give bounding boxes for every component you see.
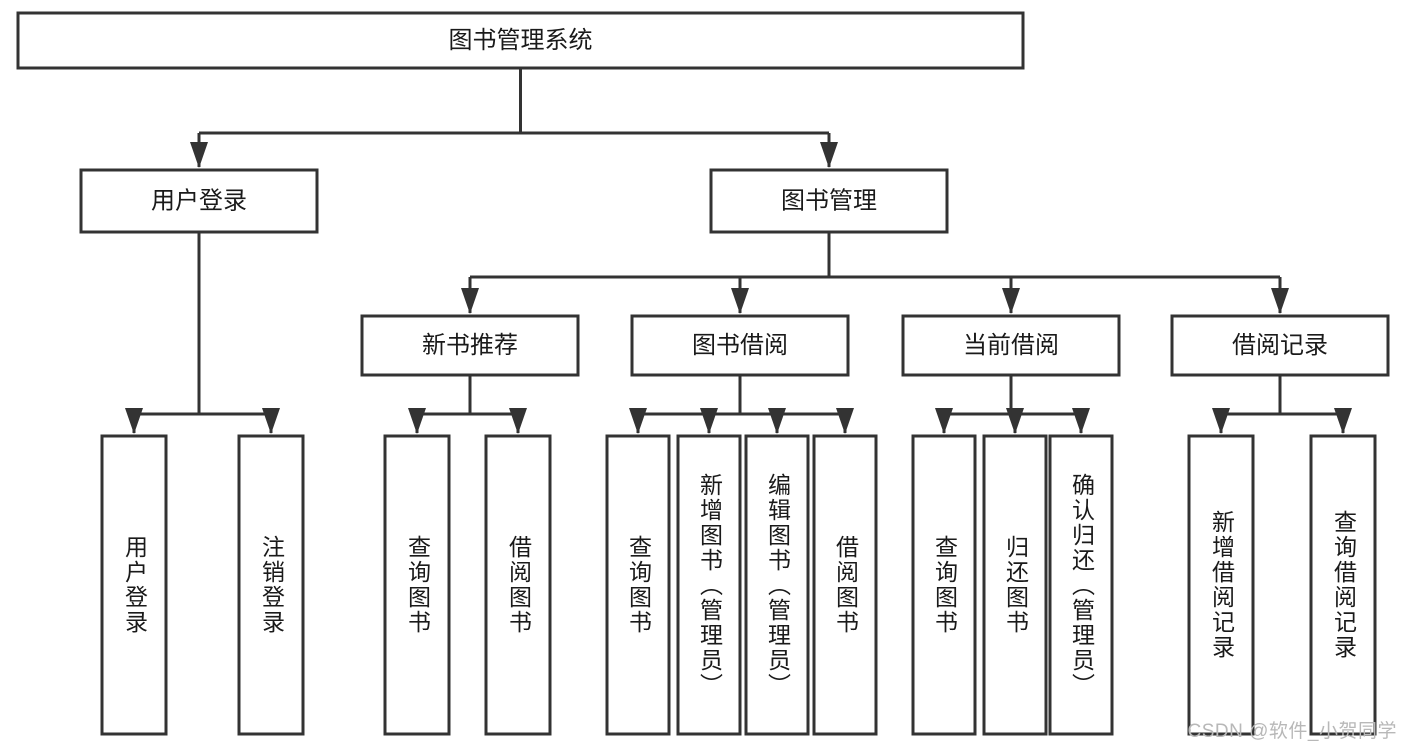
node-leaf-11[interactable]: [1187, 434, 1255, 736]
node-leaf-0[interactable]: [100, 434, 168, 736]
arrow-head-icon: [700, 408, 718, 434]
node-level3-1[interactable]: [630, 314, 850, 377]
node-level3-label-2: 当前借阅: [963, 332, 1059, 359]
csdn-watermark: CSDN @软件_小贺同学: [1187, 721, 1397, 742]
node-box-layer: [16, 11, 1390, 736]
node-leaf-4[interactable]: [605, 434, 671, 736]
node-leaf-12[interactable]: [1309, 434, 1377, 736]
node-level3-0[interactable]: [360, 314, 580, 377]
node-root-system[interactable]: [16, 11, 1025, 70]
node-level2-0[interactable]: [79, 168, 319, 234]
arrow-head-icon: [190, 142, 208, 168]
arrow-head-icon: [1006, 408, 1024, 434]
arrow-head-icon: [731, 288, 749, 314]
node-level3-2[interactable]: [901, 314, 1121, 377]
arrow-head-icon: [1072, 408, 1090, 434]
arrow-head-icon: [262, 408, 280, 434]
node-leaf-9[interactable]: [982, 434, 1048, 736]
arrow-head-icon: [935, 408, 953, 434]
node-level3-label-1: 图书借阅: [692, 332, 788, 359]
arrow-head-icon: [1334, 408, 1352, 434]
arrow-head-icon: [768, 408, 786, 434]
node-leaf-8[interactable]: [911, 434, 977, 736]
arrow-head-icon: [1002, 288, 1020, 314]
node-leaf-2[interactable]: [383, 434, 451, 736]
node-level2-label-0: 用户登录: [151, 187, 247, 214]
node-level2-label-1: 图书管理: [781, 187, 877, 214]
node-leaf-6[interactable]: [744, 434, 810, 736]
arrow-head-icon: [408, 408, 426, 434]
node-level3-label-3: 借阅记录: [1232, 332, 1328, 359]
node-leaf-5[interactable]: [676, 434, 742, 736]
arrow-head-icon: [509, 408, 527, 434]
arrow-head-icon: [836, 408, 854, 434]
node-level3-3[interactable]: [1170, 314, 1390, 377]
connector-layer: [125, 68, 1352, 434]
node-level3-label-0: 新书推荐: [422, 332, 518, 359]
arrow-head-icon: [125, 408, 143, 434]
node-level2-1[interactable]: [709, 168, 949, 234]
arrow-head-icon: [820, 142, 838, 168]
arrow-head-icon: [461, 288, 479, 314]
node-leaf-3[interactable]: [484, 434, 552, 736]
arrow-head-icon: [1271, 288, 1289, 314]
arrow-head-icon: [1212, 408, 1230, 434]
arrow-head-icon: [629, 408, 647, 434]
node-leaf-1[interactable]: [237, 434, 305, 736]
node-leaf-10[interactable]: [1048, 434, 1114, 736]
node-root-label: 图书管理系统: [449, 27, 593, 54]
node-leaf-7[interactable]: [812, 434, 878, 736]
